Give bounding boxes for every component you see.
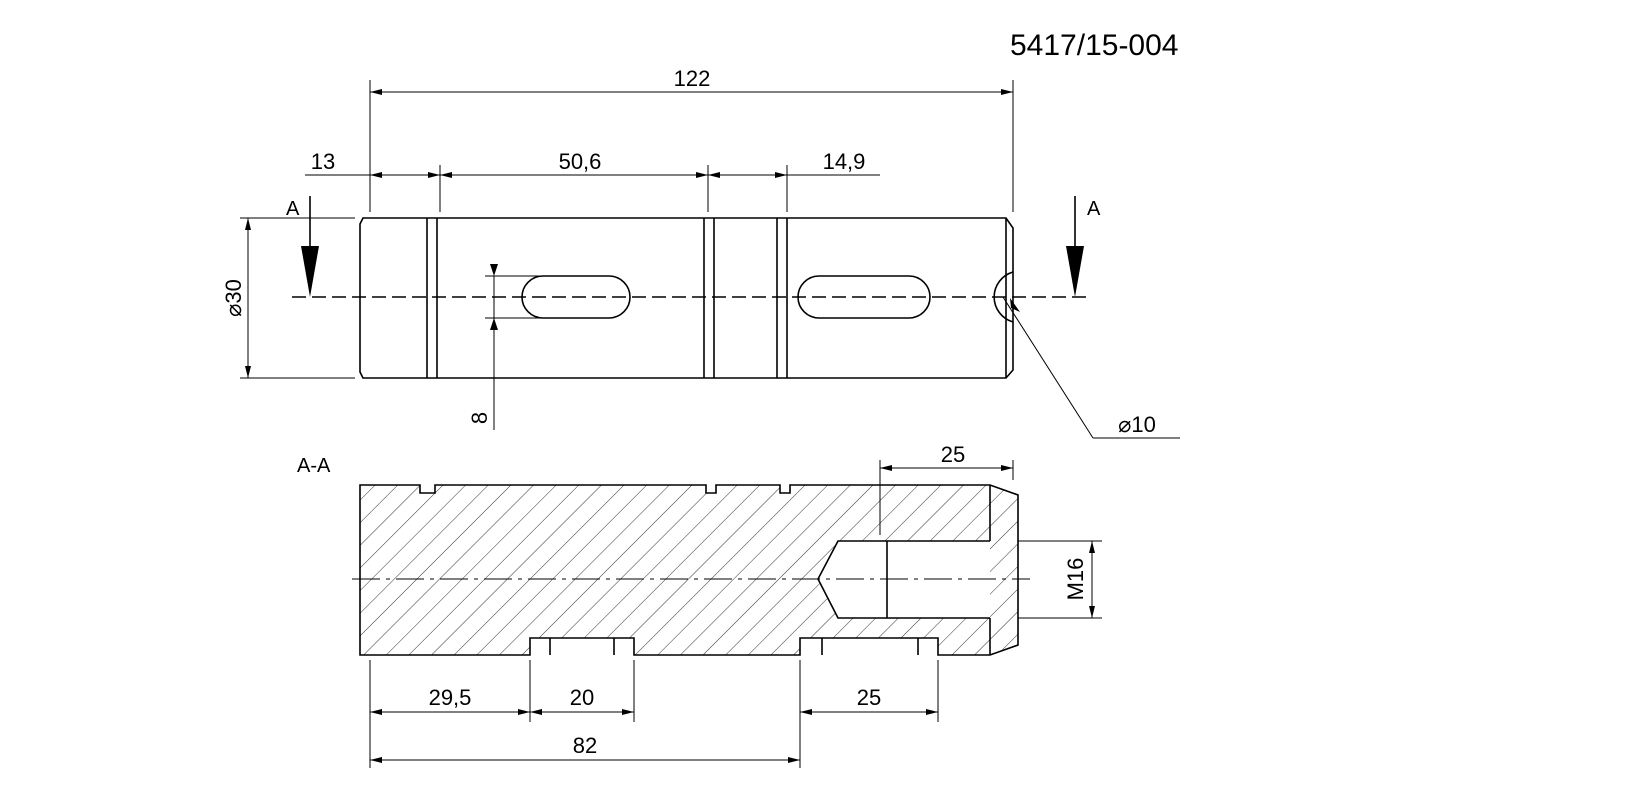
dim-thread: M16 — [1018, 540, 1102, 619]
section-marker-right: A — [1087, 198, 1101, 220]
dim-slot1-length-label: 50,6 — [559, 149, 602, 174]
dim-end-hole-label: ⌀10 — [1118, 412, 1156, 437]
section-arrow-right: A — [1066, 196, 1101, 297]
dim-row-bottom: 29,5 20 25 82 — [369, 660, 939, 768]
dim-overall-length: 122 — [369, 66, 1014, 212]
dim-pocket1-pos-label: 29,5 — [429, 685, 472, 710]
dim-thread-depth: 25 — [879, 442, 1014, 535]
section-arrow-left: A — [286, 196, 319, 297]
dim-row-top: 13 50,6 14,9 — [305, 149, 880, 212]
dim-groove2-width-label: 14,9 — [823, 149, 866, 174]
dim-end-hole: ⌀10 — [1002, 296, 1180, 439]
part-number: 5417/15-004 — [1010, 29, 1179, 62]
dim-groove1-pos-label: 13 — [311, 149, 335, 174]
dim-pocket2-pos-label: 82 — [573, 733, 597, 758]
dim-overall-length-label: 122 — [674, 66, 711, 91]
dim-pocket1-length-label: 20 — [570, 685, 594, 710]
dim-pocket2-length-label: 25 — [857, 685, 881, 710]
dim-thread-label: M16 — [1063, 558, 1088, 601]
section-marker-left: A — [286, 198, 300, 220]
dim-diameter: ⌀30 — [221, 217, 355, 379]
dim-slot-width: 8 — [467, 264, 560, 430]
dim-slot-width-label: 8 — [467, 412, 492, 424]
dim-thread-depth-label: 25 — [941, 442, 965, 467]
shaft-outline — [359, 217, 1014, 379]
dim-diameter-label: ⌀30 — [221, 279, 246, 317]
section-label: A-A — [297, 455, 331, 477]
